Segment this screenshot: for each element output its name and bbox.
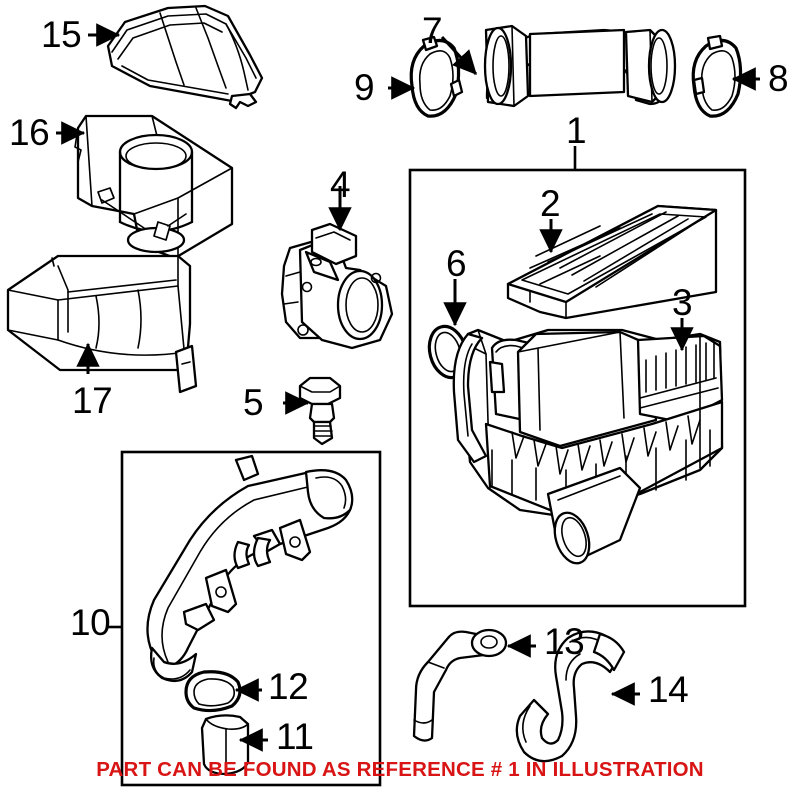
part-2-air-filter-element [506,204,718,320]
callout-number-4: 4 [330,164,351,205]
callout-number-11: 11 [276,716,314,757]
part-5-mounting-bolt [298,376,342,446]
callout-number-9: 9 [354,67,375,108]
part-16-air-duct-housing [74,114,234,260]
part-reference-warning: PART CAN BE FOUND AS REFERENCE # 1 IN IL… [96,758,704,781]
callout-number-7: 7 [422,10,443,51]
air-cleaner-assembly-box [408,168,747,608]
part-14-crankcase-vent-hose [515,630,626,763]
part-7-air-intake-duct-hose [483,24,677,108]
callout-number-15: 15 [41,14,82,55]
part-10-air-intake-pipe [146,454,354,683]
callout-number-13: 13 [544,621,585,662]
callout-number-3: 3 [672,282,693,323]
part-13-breather-hose [412,628,508,742]
callout-number-5: 5 [243,382,264,423]
leader-7 [440,35,478,76]
callout-number-12: 12 [268,666,309,707]
callout-number-10: 10 [70,602,111,643]
callout-number-8: 8 [768,58,789,99]
air-intake-pipe-box [120,450,382,787]
part-15-air-duct-cover [106,4,264,110]
part-4-mass-air-flow-sensor [280,222,394,350]
part-17-air-intake-scoop [6,254,198,394]
callout-number-1: 1 [566,110,587,151]
callout-number-14: 14 [648,669,689,710]
callout-number-2: 2 [540,183,561,224]
part-11-intake-sleeve [200,714,250,776]
callout-number-6: 6 [446,243,467,284]
callout-number-17: 17 [72,380,113,421]
callout-number-16: 16 [9,112,50,153]
part-3-air-cleaner-housing [452,328,724,565]
